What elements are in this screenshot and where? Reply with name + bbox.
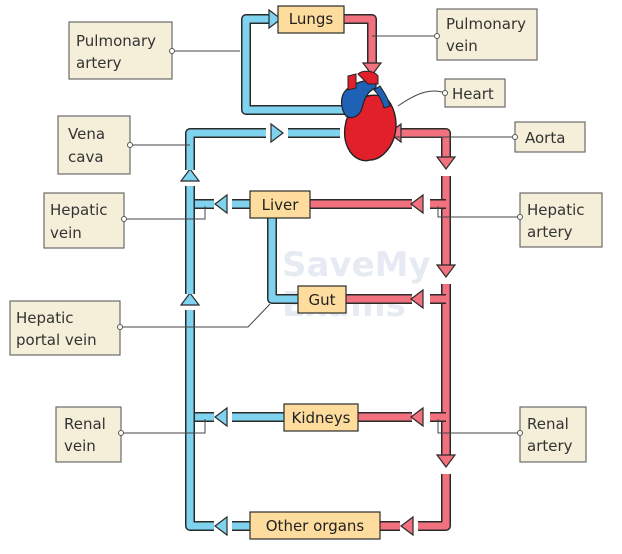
watermark-line-1: SaveMy	[282, 245, 431, 285]
vena-cava-arrow-3	[270, 122, 284, 144]
hepatic-artery-arrow	[410, 193, 424, 215]
vena-cava-arrow-2	[179, 168, 201, 182]
organ-kidneys: Kidneys	[283, 403, 359, 432]
pulmonary-vein-vessel-outline	[344, 14, 377, 64]
leader-renal-artery	[437, 419, 520, 434]
vena-cava-arrow-1	[179, 292, 201, 306]
label-renal-artery: Renal artery	[519, 406, 587, 463]
label-vena-cava-line2: cava	[68, 148, 104, 166]
label-hepatic-vein-line2: vein	[50, 224, 82, 242]
renal-artery-arrow	[410, 406, 424, 428]
aorta-arrow-down	[435, 156, 457, 170]
leader-hepatic-vein	[124, 206, 206, 220]
label-hepatic-portal-vein-line1: Hepatic	[16, 309, 74, 327]
aorta-vessel	[398, 129, 450, 158]
organ-gut-label: Gut	[308, 291, 335, 309]
label-hepatic-artery-line1: Hepatic	[527, 201, 585, 219]
aorta-trunk-arrow-2	[435, 454, 457, 468]
aorta-trunk-arrow-3	[400, 515, 414, 537]
gut-artery-arrow	[410, 288, 424, 310]
leader-renal-vein	[121, 419, 206, 434]
aorta-trunk-3-outline	[418, 474, 451, 531]
leader-lines	[120, 35, 520, 434]
label-renal-artery-line1: Renal	[527, 415, 569, 433]
label-hepatic-vein-line1: Hepatic	[50, 201, 108, 219]
label-hepatic-artery-line2: artery	[527, 223, 573, 241]
label-renal-vein-line2: vein	[64, 437, 96, 455]
label-hepatic-vein: Hepatic vein	[43, 192, 125, 249]
organ-gut: Gut	[297, 285, 347, 314]
label-heart: Heart	[444, 78, 506, 108]
vena-cava-trunk-3-outline	[185, 128, 266, 170]
label-renal-vein: Renal vein	[55, 406, 122, 463]
connector-dots	[117, 33, 523, 436]
label-pulmonary-artery-line2: artery	[76, 54, 122, 72]
label-cards: Pulmonary artery Pulmonary vein Heart Ve…	[9, 8, 603, 463]
organ-lungs-label: Lungs	[289, 10, 334, 28]
label-vena-cava: Vena cava	[57, 115, 131, 175]
organ-liver: Liver	[249, 190, 311, 219]
organ-liver-label: Liver	[262, 196, 300, 214]
label-renal-vein-line1: Renal	[64, 415, 106, 433]
label-pulmonary-artery-line1: Pulmonary	[76, 32, 156, 50]
blood-vessels	[179, 8, 457, 537]
vena-cava-trunk-3	[186, 129, 266, 170]
label-pulmonary-artery: Pulmonary artery	[68, 21, 173, 80]
label-aorta-text: Aorta	[525, 129, 565, 147]
leader-heart	[397, 90, 446, 107]
renal-vein-arrow	[214, 406, 228, 428]
organ-lungs: Lungs	[277, 5, 345, 34]
label-renal-artery-line2: artery	[527, 437, 573, 455]
heart-icon	[340, 70, 397, 162]
organ-kidneys-label: Kidneys	[292, 409, 351, 427]
pulmonary-artery-vessel	[242, 15, 345, 114]
label-aorta: Aorta	[514, 121, 586, 153]
label-vena-cava-line1: Vena	[68, 125, 105, 143]
other-vein-arrow	[214, 515, 228, 537]
leader-hepatic-portal-vein	[120, 303, 271, 328]
label-hepatic-portal-vein: Hepatic portal vein	[9, 300, 121, 356]
aorta-trunk-3	[418, 474, 450, 530]
other-vein-branch	[186, 494, 214, 530]
aorta-trunk-arrow-1	[435, 264, 457, 278]
label-pulmonary-vein-line1: Pulmonary	[446, 15, 526, 33]
label-hepatic-portal-vein-line2: portal vein	[16, 331, 97, 349]
pulmonary-vein-arrow	[361, 62, 383, 76]
label-heart-text: Heart	[452, 85, 494, 103]
other-vein-branch-outline	[185, 494, 214, 531]
label-pulmonary-vein: Pulmonary vein	[436, 8, 538, 61]
label-pulmonary-vein-line2: vein	[446, 37, 478, 55]
organ-other: Other organs	[249, 511, 381, 540]
leader-hepatic-artery	[437, 206, 520, 218]
pulmonary-artery-arrow	[268, 8, 282, 30]
hepatic-portal-vein-vessel	[268, 218, 298, 303]
hepatic-vein-arrow	[214, 193, 228, 215]
pulmonary-vein-vessel	[344, 15, 376, 64]
label-hepatic-artery: Hepatic artery	[519, 192, 603, 248]
organ-other-label: Other organs	[266, 517, 365, 535]
